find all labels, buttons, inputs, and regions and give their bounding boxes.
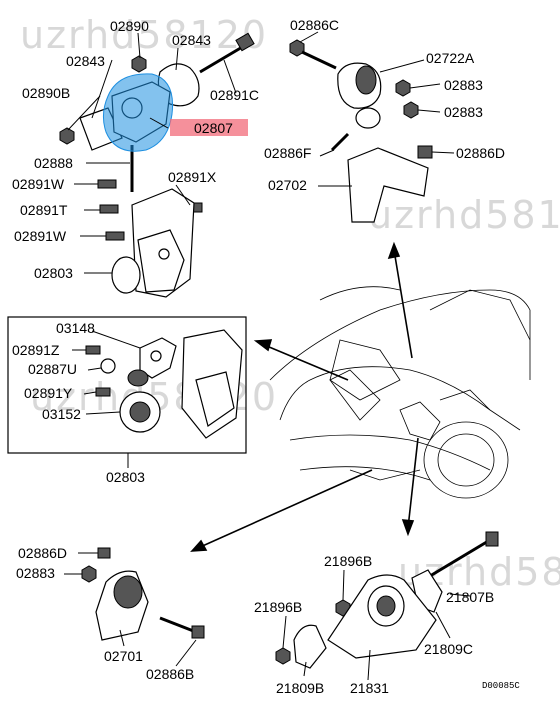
- bracket-21809b: [293, 624, 327, 669]
- bracket-02702: [347, 147, 429, 223]
- bolt-02891y: [95, 387, 111, 397]
- label-02888: 02888: [34, 155, 73, 171]
- leader-lines-bottom-left: [64, 552, 197, 667]
- label-02722a: 02722A: [426, 50, 475, 66]
- leader-lines-top-right: [299, 31, 455, 187]
- nut-02883: [403, 101, 419, 119]
- mount-bracket-plate: [137, 229, 185, 293]
- label-02883: 02883: [444, 104, 483, 120]
- label-02886b: 02886B: [146, 666, 194, 682]
- label-02843: 02843: [172, 32, 211, 48]
- bushing-core: [129, 401, 151, 423]
- label-02886d: 02886D: [18, 545, 67, 561]
- bolt-02891c: [199, 44, 245, 74]
- bracket-plate-box: [195, 371, 235, 427]
- bolt-02891t: [99, 204, 119, 214]
- mount-bushing: [111, 256, 141, 294]
- nut-02883: [395, 79, 411, 97]
- mount-assembly-bottom-left: [81, 547, 205, 641]
- label-02803: 02803: [106, 469, 145, 485]
- bolt-02891w: [97, 179, 117, 189]
- label-02890b: 02890B: [22, 85, 70, 101]
- label-02891c: 02891C: [210, 87, 259, 103]
- leader-lines-bottom-right: [282, 569, 471, 681]
- watermark: uzrhd581: [368, 193, 560, 237]
- label-02883: 02883: [444, 77, 483, 93]
- label-21809b: 21809B: [276, 680, 324, 696]
- mount-core: [376, 595, 396, 617]
- label-02886c: 02886C: [290, 17, 339, 33]
- label-21809c: 21809C: [424, 641, 473, 657]
- bracket-hole: [150, 350, 162, 362]
- bolt-02891z: [85, 345, 101, 355]
- bolt-02886b: [159, 616, 197, 634]
- mount-assembly-top-left: [59, 32, 255, 298]
- bolt-02891w-b: [105, 231, 125, 241]
- highlight-label-02807: [170, 119, 248, 136]
- washer-02887u: [100, 358, 116, 374]
- callout-arrows: [190, 241, 419, 552]
- bolt-head-21807b: [485, 531, 499, 547]
- label-02891w: 02891W: [14, 228, 67, 244]
- watermark: uzrhd58120: [20, 13, 268, 57]
- label-02807: 02807: [194, 120, 233, 136]
- bolt-head: [235, 32, 255, 52]
- leader-lines-box: [72, 330, 141, 468]
- label-02891x: 02891X: [168, 169, 217, 185]
- label-03148: 03148: [56, 320, 95, 336]
- bolt-02886c: [301, 50, 337, 70]
- mount-assembly-box: [85, 329, 243, 439]
- label-21831: 21831: [350, 680, 389, 696]
- label-21896b: 21896B: [254, 599, 302, 615]
- bracket-bolt-hole: [158, 248, 170, 260]
- label-02702: 02702: [268, 177, 307, 193]
- bolt-02886d-b: [97, 547, 111, 559]
- label-02886f: 02886F: [264, 145, 311, 161]
- label-21807b: 21807B: [446, 589, 494, 605]
- label-03152: 03152: [42, 406, 81, 422]
- bushing-small: [127, 369, 149, 387]
- highlight-02807: [102, 73, 174, 152]
- nut-02883-c: [81, 565, 97, 583]
- label-02891z: 02891Z: [12, 342, 60, 358]
- bolt-21807b: [429, 538, 491, 578]
- label-02891t: 02891T: [20, 202, 68, 218]
- bolt-02886f: [330, 132, 350, 152]
- car-body-outline: [269, 286, 531, 499]
- leader-lines-top-left: [67, 32, 237, 274]
- mount-assembly-top-right: [289, 39, 433, 223]
- label-02891w: 02891W: [12, 176, 65, 192]
- label-02883: 02883: [16, 565, 55, 581]
- nut-21896b-b: [275, 647, 291, 665]
- label-02886d: 02886D: [456, 145, 505, 161]
- label-02701: 02701: [104, 648, 143, 664]
- bolt-head-02886b: [191, 625, 205, 639]
- label-02887u: 02887U: [28, 361, 77, 377]
- nut-02890b: [59, 127, 75, 145]
- bolt-02886d: [417, 145, 433, 159]
- label-21896b: 21896B: [324, 553, 372, 569]
- diagram-code: D00085C: [482, 681, 520, 691]
- mount-core: [113, 575, 143, 609]
- label-02843: 02843: [66, 53, 105, 69]
- label-02803: 02803: [34, 265, 73, 281]
- label-02891y: 02891Y: [24, 385, 73, 401]
- washer: [355, 107, 381, 129]
- nut-02890: [131, 55, 147, 73]
- label-02890: 02890: [110, 18, 149, 34]
- detail-box: [7, 316, 247, 454]
- mount-assembly-bottom-right: [275, 531, 499, 669]
- bushing-core: [355, 65, 377, 95]
